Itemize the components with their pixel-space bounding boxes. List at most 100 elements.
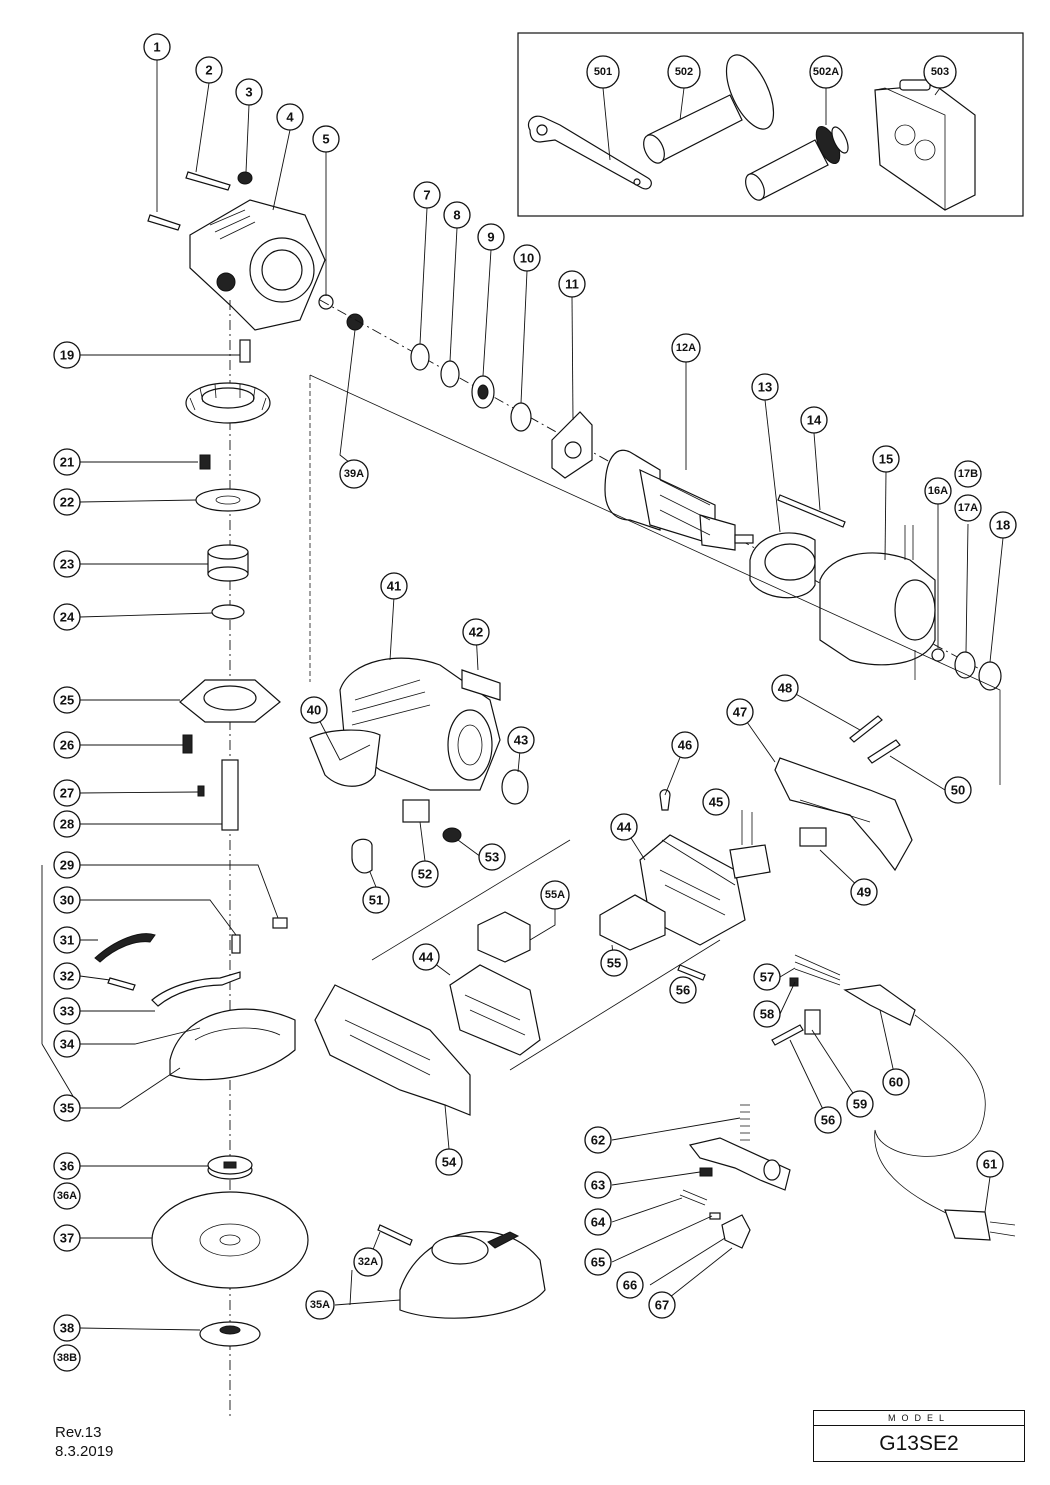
svg-text:23: 23 [60, 557, 74, 572]
callout-62: 62 [584, 1126, 612, 1154]
callout-29: 29 [53, 851, 81, 879]
svg-text:44: 44 [617, 820, 632, 835]
model-label: MODEL [814, 1411, 1024, 1426]
part-fan-guide [749, 532, 816, 599]
callout-30: 30 [53, 886, 81, 914]
callout-23: 23 [53, 550, 81, 578]
callout-12a: 12A [671, 333, 701, 363]
svg-text:15: 15 [879, 452, 893, 467]
callout-501: 501 [586, 55, 620, 89]
callout-56a: 56 [669, 976, 697, 1004]
svg-text:28: 28 [60, 817, 74, 832]
part-wheel-nut [199, 1321, 261, 1347]
callout-16a: 16A [924, 477, 952, 505]
callout-36a: 36A [53, 1182, 81, 1210]
callout-503: 503 [923, 55, 957, 89]
model-box: MODEL G13SE2 [813, 1410, 1025, 1462]
svg-text:47: 47 [733, 705, 747, 720]
svg-text:35: 35 [60, 1101, 74, 1116]
part-brush-holder-52 [402, 799, 430, 823]
svg-text:29: 29 [60, 858, 74, 873]
callouts: 1 2 3 4 5 7 8 9 10 11 12A 13 14 15 16A 1… [53, 33, 1017, 1372]
callout-55: 55 [600, 949, 628, 977]
svg-text:49: 49 [857, 885, 871, 900]
part-washer-16a [931, 648, 945, 662]
svg-text:1: 1 [153, 40, 160, 55]
svg-text:2: 2 [205, 63, 212, 78]
svg-text:19: 19 [60, 348, 74, 363]
callout-52: 52 [411, 860, 439, 888]
svg-text:501: 501 [594, 66, 612, 78]
svg-text:63: 63 [591, 1178, 605, 1193]
part-plug-61 [944, 1209, 1016, 1241]
part-wrench [527, 115, 652, 190]
part-switch-assembly-2 [449, 964, 541, 1056]
part-packing-gland [179, 679, 281, 723]
part-bearing-5 [318, 294, 334, 310]
callout-37: 37 [53, 1224, 81, 1252]
svg-text:18: 18 [996, 518, 1010, 533]
svg-text:53: 53 [485, 850, 499, 865]
svg-text:45: 45 [709, 795, 723, 810]
callout-35a: 35A [305, 1290, 335, 1320]
callout-46: 46 [671, 731, 699, 759]
callout-3: 3 [235, 78, 263, 106]
part-terminal-46 [659, 789, 671, 811]
callout-55a: 55A [540, 880, 570, 910]
part-clamp-33 [151, 971, 241, 1007]
part-spring-53 [442, 827, 462, 843]
callout-66: 66 [616, 1271, 644, 1299]
part-stator [819, 525, 936, 680]
part-spring-62 [740, 1104, 750, 1141]
svg-text:16A: 16A [928, 485, 948, 497]
svg-text:39A: 39A [344, 468, 364, 480]
svg-text:37: 37 [60, 1231, 74, 1246]
callout-10: 10 [513, 244, 541, 272]
svg-text:34: 34 [60, 1037, 75, 1052]
callout-58: 58 [753, 1000, 781, 1028]
part-label-29 [272, 917, 288, 929]
callout-36: 36 [53, 1152, 81, 1180]
part-screw-1 [147, 214, 181, 231]
callout-27: 27 [53, 779, 81, 807]
callout-22: 22 [53, 488, 81, 516]
part-screw-56b [771, 1024, 804, 1046]
part-bolt-14 [777, 494, 846, 528]
svg-text:21: 21 [60, 455, 74, 470]
part-tail-cover [314, 984, 471, 1116]
svg-text:502: 502 [675, 66, 693, 78]
callout-32a: 32A [353, 1247, 383, 1277]
part-washer-8 [440, 360, 460, 388]
svg-text:65: 65 [591, 1255, 605, 1270]
svg-text:42: 42 [469, 625, 483, 640]
svg-text:67: 67 [655, 1298, 669, 1313]
callout-40: 40 [300, 696, 328, 724]
callout-5: 5 [312, 125, 340, 153]
svg-text:8: 8 [453, 208, 460, 223]
svg-text:38B: 38B [57, 1352, 77, 1364]
svg-text:46: 46 [678, 738, 692, 753]
svg-text:17A: 17A [958, 502, 978, 514]
svg-text:59: 59 [853, 1097, 867, 1112]
part-ball-bearing-9 [471, 375, 495, 409]
callout-21: 21 [53, 448, 81, 476]
part-noise-suppressor-45 [729, 810, 771, 879]
callout-26: 26 [53, 731, 81, 759]
svg-text:32: 32 [60, 969, 74, 984]
callout-57: 57 [753, 963, 781, 991]
svg-text:66: 66 [623, 1278, 637, 1293]
part-screw-2 [185, 171, 231, 191]
svg-text:13: 13 [758, 380, 772, 395]
svg-text:58: 58 [760, 1007, 774, 1022]
callout-9: 9 [477, 223, 505, 251]
svg-text:55A: 55A [545, 889, 565, 901]
part-screw-26 [182, 734, 193, 754]
part-side-handle [643, 54, 775, 164]
part-brush-51 [351, 838, 373, 874]
svg-text:56: 56 [821, 1113, 835, 1128]
part-bearing-holder-11 [551, 411, 593, 479]
callout-15: 15 [872, 445, 900, 473]
svg-text:503: 503 [931, 66, 949, 78]
part-ring-10 [510, 402, 532, 432]
callout-17b: 17B [954, 460, 982, 488]
